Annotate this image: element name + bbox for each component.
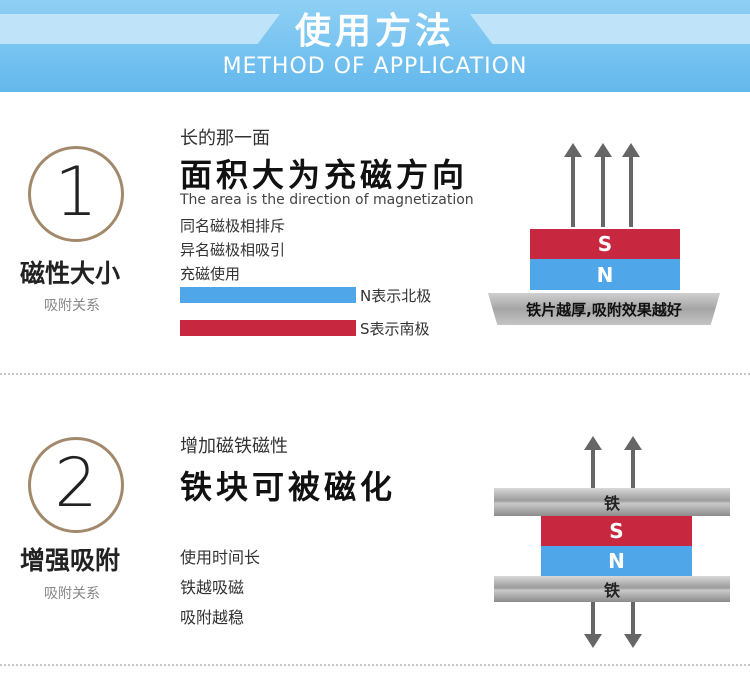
section1-line4: 充磁使用 — [180, 265, 241, 283]
south-legend-bar — [180, 320, 356, 336]
north-legend-bar — [180, 287, 356, 303]
iron-plate-tray: 铁片越厚,吸附效果越好 — [488, 293, 720, 325]
step-number-1: 1 — [54, 153, 98, 232]
arrow-up-icon — [624, 436, 642, 488]
magnet-south-pole: S — [530, 229, 680, 259]
arrow-down-icon — [624, 602, 642, 648]
arrow-up-icon — [594, 143, 612, 227]
section2-label: 增强吸附 — [20, 546, 121, 575]
step-number-circle-2: 2 — [28, 437, 124, 533]
section1-headline: 面积大为充磁方向 — [180, 156, 469, 194]
page-subtitle: METHOD OF APPLICATION — [222, 54, 528, 79]
magnet-north-pole: N — [530, 259, 680, 290]
iron-block-top: 铁 — [494, 488, 730, 516]
section1-line1: 长的那一面 — [180, 128, 270, 149]
section1-line2: 同名磁极相排斥 — [180, 217, 286, 235]
section-divider — [0, 373, 750, 375]
arrow-up-icon — [564, 143, 582, 227]
banner-stripe-left — [0, 14, 280, 44]
section2-headline: 铁块可被磁化 — [180, 468, 397, 506]
section2-line3: 铁越吸磁 — [180, 578, 245, 597]
section2-line4: 吸附越稳 — [180, 608, 245, 627]
section2-sub-label: 吸附关系 — [44, 586, 100, 602]
section-divider — [0, 664, 750, 666]
banner-stripe-right — [470, 14, 750, 44]
section1-sub-label: 吸附关系 — [44, 298, 100, 314]
magnet-north-pole: N — [541, 546, 692, 576]
iron-block-bottom: 铁 — [494, 576, 730, 602]
page-title: 使用方法 — [294, 11, 455, 52]
arrow-up-icon — [584, 436, 602, 488]
south-legend-label: S表示南极 — [360, 320, 430, 338]
step-number-2: 2 — [54, 444, 98, 523]
section2-line2: 使用时间长 — [180, 548, 261, 567]
arrow-up-icon — [622, 143, 640, 227]
section1-label: 磁性大小 — [20, 259, 121, 288]
step-number-circle-1: 1 — [28, 146, 124, 242]
north-legend-label: N表示北极 — [360, 287, 432, 305]
section1-english: The area is the direction of magnetizati… — [180, 192, 474, 208]
arrow-down-icon — [584, 602, 602, 648]
section2-line1: 增加磁铁磁性 — [180, 436, 288, 457]
header-banner: 使用方法 METHOD OF APPLICATION — [0, 0, 750, 92]
magnet-south-pole: S — [541, 516, 692, 546]
section1-line3: 异名磁极相吸引 — [180, 241, 286, 259]
